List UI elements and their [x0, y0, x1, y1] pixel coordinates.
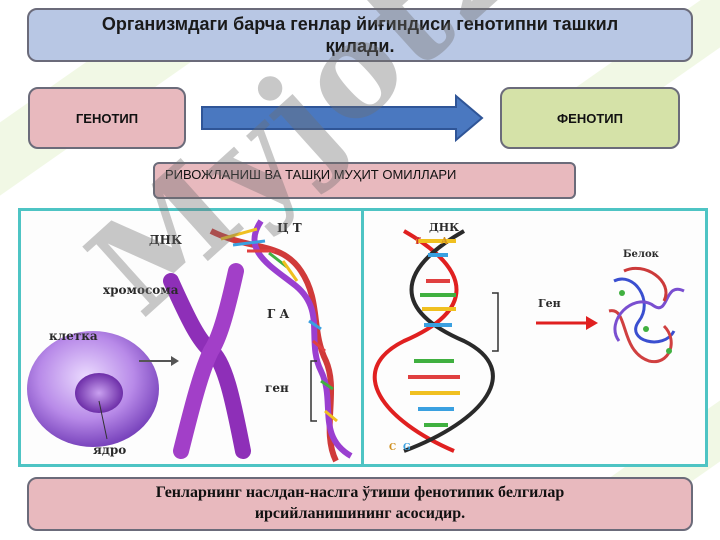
- chromosome-label: хромосома: [103, 283, 179, 297]
- illustration-panel: ДНК Ц Т хромосома Г А клетка ген ядро: [18, 208, 708, 467]
- gene-to-protein-arrow: [586, 316, 598, 330]
- panel-divider: [361, 211, 364, 464]
- protein-label: Белок: [623, 249, 659, 260]
- footer-box: Генларнинг наслдан-наслга ўтиши фенотипи…: [27, 477, 693, 531]
- right-gene-label: Ген: [538, 297, 561, 310]
- footer-text: Генларнинг наслдан-наслга ўтиши фенотипи…: [155, 484, 565, 522]
- base-pair-label-top: Ц Т: [277, 221, 302, 235]
- environment-factors-text: РИВОЖЛАНИШ ВА ТАШҚИ МУҲИТ ОМИЛЛАРИ: [165, 167, 457, 182]
- genotype-box: ГЕНОТИП: [28, 87, 186, 149]
- genotype-label: ГЕНОТИП: [75, 110, 139, 126]
- right-dna-label: ДНК: [429, 221, 460, 234]
- phenotype-label: ФЕНОТИП: [557, 110, 623, 126]
- left-dna-label: ДНК: [149, 233, 182, 247]
- dna-gene-protein-illustration: [372, 229, 685, 453]
- base-pair-label-bottom: Г А: [267, 307, 290, 321]
- genotype-to-phenotype-arrow: [201, 93, 484, 143]
- title-text: Организмдаги барча генлар йиғиндиси гено…: [101, 13, 619, 57]
- base-g-label: G: [403, 443, 411, 453]
- nucleus-label: ядро: [93, 443, 127, 457]
- base-a-label: A: [441, 237, 448, 247]
- environment-factors-box: РИВОЖЛАНИШ ВА ТАШҚИ МУҲИТ ОМИЛЛАРИ: [153, 162, 576, 199]
- dna-helix-strand: [372, 229, 459, 453]
- cell-label: клетка: [49, 329, 98, 343]
- nucleus-shape: [75, 373, 123, 413]
- base-t-label: T: [414, 237, 421, 247]
- protein-structure: [608, 266, 685, 364]
- phenotype-box: ФЕНОТИП: [500, 87, 680, 149]
- cell-chromosome-dna-illustration: [27, 219, 353, 463]
- gene-label-left: ген: [265, 381, 289, 395]
- base-c-label: C: [389, 443, 397, 453]
- title-box: Организмдаги барча генлар йиғиндиси гено…: [27, 8, 693, 62]
